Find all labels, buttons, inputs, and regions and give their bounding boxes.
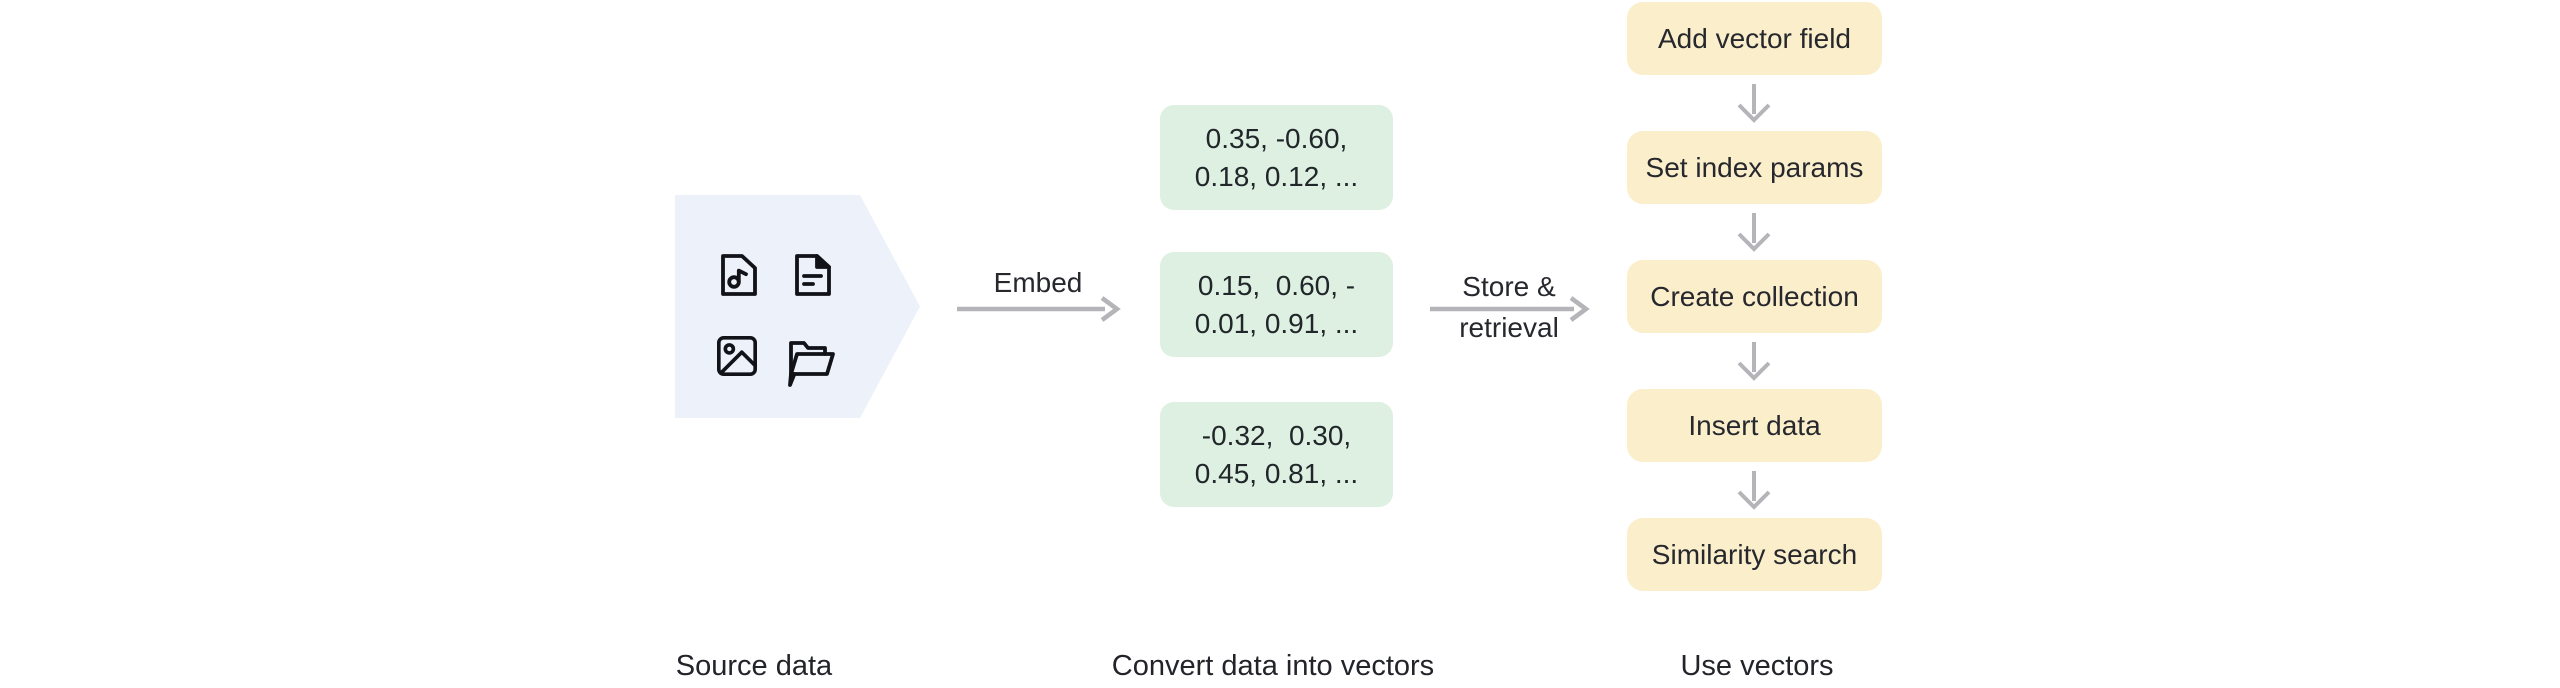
step-insert-data: Insert data — [1627, 389, 1882, 462]
text-file-icon — [790, 251, 836, 299]
down-arrow-icon — [1734, 82, 1774, 131]
vector-values-box: 0.35, -0.60, 0.18, 0.12, ... — [1160, 105, 1393, 210]
stage-label-convert-data: Convert data into vectors — [1111, 650, 1435, 682]
stage-label-source-data: Source data — [675, 650, 833, 682]
stage-label-use-vectors: Use vectors — [1680, 650, 1834, 682]
image-icon — [714, 334, 760, 378]
down-arrow-icon — [1734, 211, 1774, 260]
step-similarity-search: Similarity search — [1627, 518, 1882, 591]
vector-values-line: -0.32, 0.30, — [1201, 419, 1352, 451]
step-create-collection: Create collection — [1627, 260, 1882, 333]
vector-values-box: 0.15, 0.60, - 0.01, 0.91, ... — [1160, 252, 1393, 357]
source-data-shape — [675, 195, 920, 418]
audio-file-icon — [716, 251, 762, 299]
vector-values-line: 0.45, 0.81, ... — [1194, 457, 1359, 489]
store-retrieval-arrow — [1428, 294, 1592, 329]
embed-arrow-label: Embed — [993, 267, 1083, 298]
vector-values-line: 0.01, 0.91, ... — [1194, 307, 1359, 339]
embed-arrow — [955, 294, 1123, 329]
store-retrieval-label-line1: Store & — [1462, 271, 1556, 302]
vector-values-box: -0.32, 0.30, 0.45, 0.81, ... — [1160, 402, 1393, 507]
vector-values-line: 0.18, 0.12, ... — [1194, 160, 1359, 192]
step-add-vector-field: Add vector field — [1627, 2, 1882, 75]
step-set-index-params: Set index params — [1627, 131, 1882, 204]
vector-values-line: 0.15, 0.60, - — [1197, 269, 1356, 301]
down-arrow-icon — [1734, 469, 1774, 518]
store-retrieval-label-line2: retrieval — [1459, 312, 1559, 343]
down-arrow-icon — [1734, 340, 1774, 389]
folder-open-icon — [784, 334, 836, 388]
vector-values-line: 0.35, -0.60, — [1205, 122, 1348, 154]
